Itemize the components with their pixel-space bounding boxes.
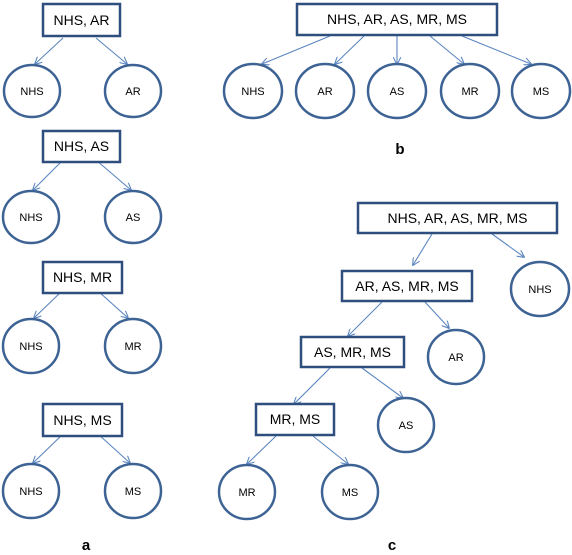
tree-root-label: MR, MS [270, 411, 321, 427]
leaf-label: MS [125, 486, 142, 498]
panel-label-c: c [388, 537, 396, 554]
leaf-node [103, 189, 163, 245]
tree-root-label: AR, AS, MR, MS [355, 278, 458, 294]
panel-a-tree-1: NHS, AR NHS AR [2, 2, 163, 119]
edge [95, 159, 131, 190]
leaf-node [510, 62, 572, 120]
leaf-label: AR [125, 86, 140, 98]
edge [413, 233, 433, 265]
edge [95, 37, 127, 64]
edge [262, 35, 331, 64]
leaf-node [376, 396, 436, 454]
edge [461, 35, 531, 64]
tree-root-label: NHS, AR, AS, MR, MS [327, 11, 467, 27]
edge [312, 435, 348, 464]
edge [429, 35, 464, 64]
tree-root-label: NHS, AS [54, 138, 109, 154]
leaf-label: NHS [528, 284, 551, 296]
leaf-label: AS [399, 420, 414, 432]
leaf-label: AS [390, 86, 405, 98]
tree-root-label: NHS, AR, AS, MR, MS [387, 210, 527, 226]
edge [33, 159, 64, 190]
leaf-node [103, 317, 163, 375]
panel-c: NHS, AR, AS, MR, MS NHS AR, AS, MR, MS A… [217, 201, 571, 554]
leaf-label: MR [461, 86, 478, 98]
leaf-node [103, 462, 163, 520]
edge [35, 37, 64, 64]
tree-root-box [41, 2, 122, 38]
panel-a-tree-2: NHS, AS NHS AS [1, 129, 163, 245]
tree-root-box [41, 129, 122, 164]
edge [294, 367, 331, 404]
edge [348, 301, 383, 336]
panel-a-tree-3: NHS, MR NHS MR [1, 260, 163, 375]
leaf-node [1, 189, 61, 245]
leaf-label: AS [126, 212, 141, 224]
leaf-node [1, 462, 61, 520]
leaf-label: NHS [19, 212, 42, 224]
edge [97, 433, 130, 463]
leaf-node [439, 62, 501, 120]
tree-root-box [41, 260, 124, 295]
panel-b: NHS, AR, AS, MR, MS NHS AR AS MR MS b [222, 2, 572, 158]
edge [34, 290, 63, 318]
edge [33, 433, 64, 463]
panel-a-tree-4: NHS, MS NHS MS [1, 402, 163, 520]
edge [97, 290, 128, 318]
leaf-label: NHS [19, 341, 42, 353]
edge [361, 367, 403, 398]
leaf-label: NHS [20, 86, 43, 98]
tree-root-box [295, 2, 499, 37]
edge [335, 35, 365, 64]
leaf-node [1, 317, 61, 375]
tree-root-box [299, 335, 406, 369]
panel-a: NHS, AR NHS AR NHS, AS NHS AS NHS, MR NH… [1, 2, 163, 554]
tree-root-box [41, 402, 124, 438]
leaf-node [509, 260, 571, 318]
leaf-label: MR [238, 487, 255, 499]
tree-root-label: NHS, AR [53, 12, 109, 28]
leaf-node [366, 62, 428, 120]
leaf-label: NHS [19, 486, 42, 498]
leaf-node [103, 63, 163, 119]
leaf-node [426, 328, 486, 386]
tree-root-label: AS, MR, MS [314, 344, 391, 360]
tree-root-box [356, 201, 559, 235]
leaf-label: MS [533, 86, 550, 98]
tree-root-label: NHS, MR [53, 269, 112, 285]
leaf-label: AR [317, 86, 332, 98]
leaf-label: NHS [241, 86, 264, 98]
leaf-node [222, 62, 284, 120]
edge [247, 435, 277, 464]
panel-label-a: a [82, 537, 91, 554]
leaf-node [294, 62, 356, 120]
tree-root-box [340, 269, 474, 303]
tree-root-label: NHS, MS [53, 412, 111, 428]
leaf-node [2, 63, 62, 119]
panel-label-b: b [395, 141, 404, 158]
tree-root-box [254, 402, 336, 437]
leaf-label: MR [124, 341, 141, 353]
leaf-node [217, 463, 277, 521]
edge [424, 301, 449, 328]
edge [491, 233, 524, 257]
leaf-node [320, 463, 380, 521]
leaf-label: MS [342, 487, 359, 499]
leaf-label: AR [448, 352, 463, 364]
